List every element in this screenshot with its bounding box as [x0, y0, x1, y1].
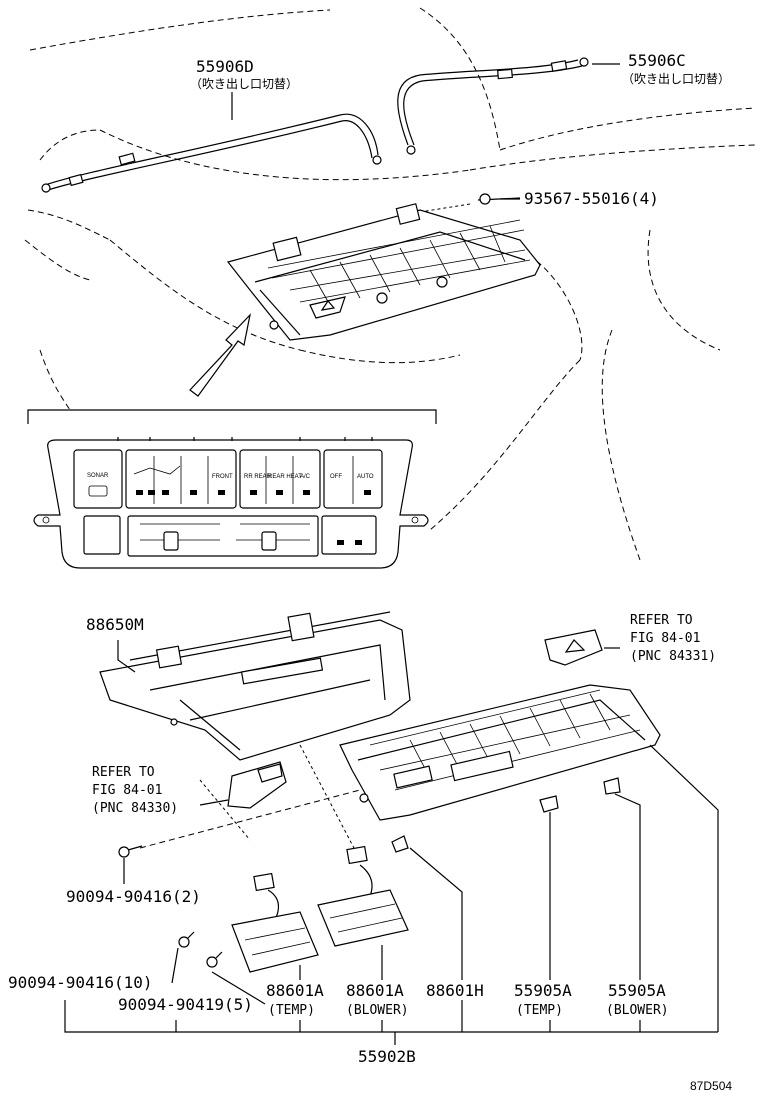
label-55905a-blower: 55905A: [608, 981, 666, 1000]
rr-rear-button: RR REAR: [244, 474, 272, 480]
label-88650m: 88650M: [86, 615, 144, 634]
off-button: OFF: [330, 474, 342, 480]
cable-55906d: [41, 113, 382, 193]
label-55906c-sub: （吹き出し口切替）: [622, 72, 730, 86]
front-button: FRONT: [212, 474, 233, 480]
label-55906c: 55906C: [628, 51, 686, 70]
ac-button: A/C: [300, 474, 311, 480]
bezel-88650m: [99, 611, 411, 761]
label-93567: 93567-55016(4): [524, 189, 659, 208]
clips: [391, 777, 621, 853]
control-unit-installed: [226, 203, 541, 341]
label-88601a-blower-sub: (BLOWER): [346, 1003, 409, 1018]
rear-heat-button: REAR HEAT: [268, 474, 302, 480]
refer-left-line-1: REFER TO: [92, 765, 155, 780]
label-55906d-sub: （吹き出し口切替）: [190, 77, 298, 91]
sonar-button: SONAR: [87, 473, 109, 479]
label-90094-90416-2: 90094-90416(2): [66, 887, 201, 906]
refer-right-line-3: (PNC 84331): [630, 649, 716, 664]
front-panel-detail: SONAR FRONT RR REAR REAR HEAT A/C OFF AU…: [33, 437, 429, 569]
switch-84331: [544, 629, 603, 666]
refer-left-line-3: (PNC 84330): [92, 801, 178, 816]
detail-bracket: [27, 409, 437, 424]
leader-lines: [64, 63, 719, 1045]
label-88601a-blower: 88601A: [346, 981, 404, 1000]
label-55906d: 55906D: [196, 57, 254, 76]
screw-93567: [419, 193, 521, 213]
label-55905a-temp-sub: (TEMP): [516, 1003, 563, 1018]
view-arrow: [189, 313, 251, 397]
refer-right-line-1: REFER TO: [630, 613, 693, 628]
auto-button: AUTO: [357, 474, 374, 480]
blower-slider-knob: [261, 531, 277, 551]
resistor-temp: [231, 872, 319, 973]
cable-55906c: [397, 57, 589, 155]
part-labels: 55906D （吹き出し口切替） 55906C （吹き出し口切替） 93567-…: [8, 51, 732, 1093]
label-55905a-temp: 55905A: [514, 981, 572, 1000]
label-55902b: 55902B: [358, 1047, 416, 1066]
label-90094-90416-10: 90094-90416(10): [8, 973, 153, 992]
label-88601h: 88601H: [426, 981, 484, 1000]
refer-right-line-2: FIG 84-01: [630, 631, 700, 646]
label-88601a-temp: 88601A: [266, 981, 324, 1000]
figure-code: 87D504: [690, 1079, 732, 1093]
assembly-lines: [139, 744, 361, 851]
resistor-blower: [317, 845, 409, 947]
label-90094-90419-5: 90094-90419(5): [118, 995, 253, 1014]
refer-left-line-2: FIG 84-01: [92, 783, 162, 798]
knob-84330: [227, 761, 287, 809]
main-unit-55902b: [339, 684, 661, 821]
airflow-icon: [133, 465, 181, 475]
label-55905a-blower-sub: (BLOWER): [606, 1003, 669, 1018]
temp-slider-knob: [163, 531, 179, 551]
label-88601a-temp-sub: (TEMP): [268, 1003, 315, 1018]
screws: [118, 845, 223, 968]
